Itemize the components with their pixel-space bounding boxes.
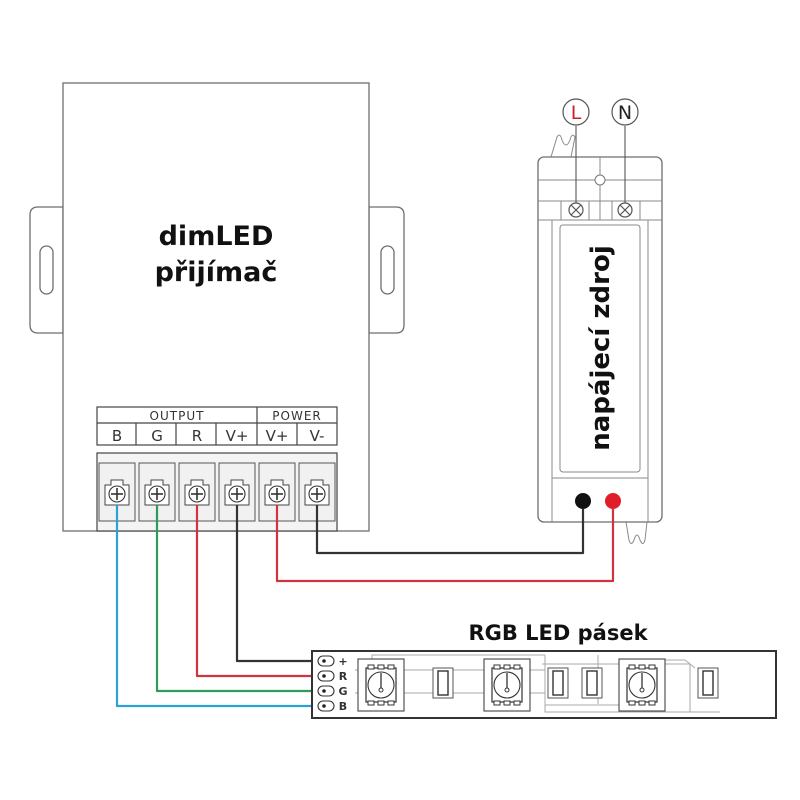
wire-blue xyxy=(115,505,324,708)
smd-led-5050 xyxy=(483,658,531,712)
terminal-label-vplus-out: V+ xyxy=(226,427,249,445)
screw-icon xyxy=(108,485,126,503)
screw-icon xyxy=(308,485,326,503)
wire-red xyxy=(195,505,324,678)
ps-label: napájecí zdroj xyxy=(586,245,616,450)
power-supply-unit: napájecí zdroj L N xyxy=(537,98,663,544)
strip-pin-3: B xyxy=(317,700,347,713)
terminal-block xyxy=(96,452,338,532)
led-strip: RGB LED pásek + RGB xyxy=(311,621,777,719)
ps-top-clip xyxy=(550,134,576,158)
screw-terminal-1 xyxy=(138,462,176,522)
strip-pin-label: + xyxy=(338,655,347,668)
strip-pin-label: B xyxy=(339,700,347,713)
strip-pin-2: G xyxy=(317,685,348,698)
mains-l-marker: L xyxy=(562,98,590,126)
screw-icon xyxy=(268,485,286,503)
left-mount-slot xyxy=(39,245,54,295)
screw-terminal-5 xyxy=(298,462,336,522)
screw-terminal-3 xyxy=(218,462,256,522)
ps-output-positive-terminal xyxy=(605,493,621,509)
led-strip-title: RGB LED pásek xyxy=(468,621,648,645)
terminal-label-vminus-power: V- xyxy=(310,427,325,445)
ps-screw-n xyxy=(617,202,633,218)
ps-output-negative-terminal xyxy=(575,493,591,509)
ps-label-window xyxy=(559,224,641,473)
terminal-label-g: G xyxy=(151,427,163,445)
wires xyxy=(115,505,615,708)
receiver-title-line2: přijímač xyxy=(155,257,278,288)
wire-power-positive xyxy=(275,505,615,583)
power-header: POWER xyxy=(272,409,321,423)
screw-icon xyxy=(188,485,206,503)
terminal-label-b: B xyxy=(112,427,122,445)
terminal-label-table: OUTPUT POWER B G R V+ V+ V- xyxy=(96,406,338,446)
screw-icon xyxy=(228,485,246,503)
receiver-title-line1: dimLED xyxy=(159,221,274,252)
smd-resistor xyxy=(697,667,719,699)
strip-pin-label: G xyxy=(338,685,347,698)
output-header: OUTPUT xyxy=(150,409,205,423)
receiver-unit: dimLED přijímač OUTPUT POWER B G R V+ V+… xyxy=(29,82,405,532)
ps-bottom-clip xyxy=(625,521,648,544)
smd-resistor xyxy=(432,667,454,699)
wire-green xyxy=(155,505,324,693)
mains-n-marker: N xyxy=(611,98,639,126)
screw-icon xyxy=(148,485,166,503)
smd-resistor xyxy=(547,667,569,699)
smd-led-5050 xyxy=(618,658,666,712)
screw-terminal-2 xyxy=(178,462,216,522)
terminal-label-vplus-power: V+ xyxy=(266,427,289,445)
wire-vplus-strip xyxy=(235,505,324,663)
strip-pin-label: R xyxy=(339,670,348,683)
ps-screw-l xyxy=(568,202,584,218)
terminal-label-r: R xyxy=(192,427,202,445)
wire-power-negative xyxy=(315,505,585,555)
smd-led-5050 xyxy=(357,658,405,712)
mains-n-label: N xyxy=(618,102,632,124)
mains-l-label: L xyxy=(571,102,582,124)
strip-pin-0: + xyxy=(317,655,348,668)
strip-pin-1: R xyxy=(317,670,348,683)
screw-terminal-4 xyxy=(258,462,296,522)
right-mount-slot xyxy=(380,245,395,295)
smd-resistor xyxy=(581,667,603,699)
